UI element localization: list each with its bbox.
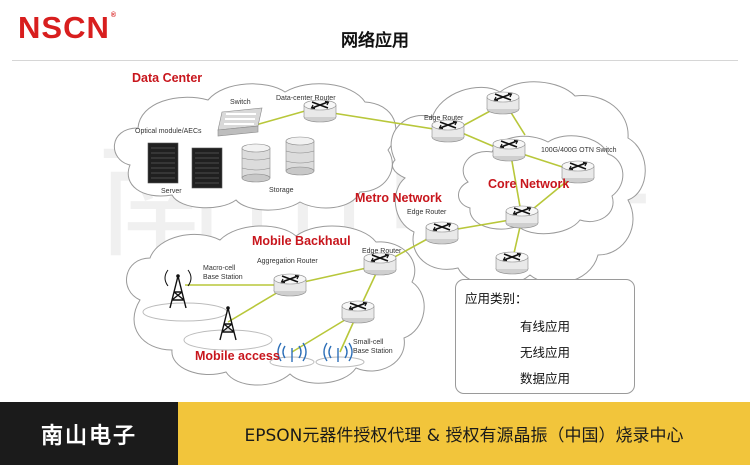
label-small-cell-line1: Small-cell <box>353 339 384 346</box>
edge-router-top-icon <box>431 119 465 143</box>
server-rack-icon <box>147 142 179 184</box>
nscn-logo: NSCN® <box>18 12 117 43</box>
page-title: 网络应用 <box>341 31 409 51</box>
logo-text: NSCN <box>18 10 110 45</box>
region-label-mobile-backhaul: Mobile Backhaul <box>252 234 351 248</box>
label-macro-cell-line1: Macro-cell <box>203 265 236 272</box>
label-data-center-router: Data-center Router <box>276 95 336 102</box>
macro-cell-coverage-2 <box>183 329 273 351</box>
storage-icon <box>241 143 271 183</box>
label-edge-router-metro: Edge Router <box>407 209 447 216</box>
region-label-data-center: Data Center <box>132 71 202 85</box>
region-label-core-network: Core Network <box>488 177 569 191</box>
label-otn-switch: 100G/400G OTN Switch <box>541 147 617 154</box>
label-server: Server <box>161 188 182 195</box>
label-optical-module: Optical module/AECs <box>135 128 202 135</box>
label-switch: Switch <box>230 99 251 106</box>
edge-router-backhaul-icon <box>363 252 397 276</box>
server-rack-icon-2 <box>191 147 223 189</box>
otn-switch-left-icon <box>492 138 526 162</box>
category-wireless: 无线应用 <box>519 345 570 360</box>
network-diagram: Data Center Metro Network Core Network M… <box>114 71 646 386</box>
small-cell-antenna-icon-2 <box>323 342 353 362</box>
footer-brand: 南山电子 <box>0 402 178 465</box>
category-title: 应用类别： <box>465 291 528 306</box>
category-wired: 有线应用 <box>519 319 570 334</box>
label-storage: Storage <box>269 187 294 194</box>
footer-slogan: EPSON元器件授权代理 & 授权有源晶振（中国）烧录中心 <box>178 402 750 465</box>
region-label-metro-network: Metro Network <box>355 191 442 205</box>
core-router-bottom-icon <box>505 205 539 229</box>
category-data: 数据应用 <box>519 371 570 386</box>
aggregation-router-icon <box>273 273 307 297</box>
application-category-box: 应用类别： 有线应用 无线应用 数据应用 <box>455 279 635 394</box>
label-small-cell-line2: Base Station <box>353 348 393 355</box>
edge-router-metro-icon <box>425 221 459 245</box>
data-center-router-icon <box>303 99 337 123</box>
macro-cell-tower-icon <box>164 269 192 309</box>
small-cell-router-icon <box>341 300 375 324</box>
label-edge-router-top: Edge Router <box>424 115 464 122</box>
label-macro-cell-line2: Base Station <box>203 274 243 281</box>
label-edge-router-backhaul: Edge Router <box>362 248 402 255</box>
core-router-top-icon <box>486 91 520 115</box>
small-cell-antenna-icon <box>277 342 307 362</box>
header-divider <box>12 60 738 61</box>
storage-icon-2 <box>285 136 315 176</box>
region-label-mobile-access: Mobile access <box>195 349 280 363</box>
label-aggregation-router: Aggregation Router <box>257 258 318 265</box>
core-router-lower-icon <box>495 251 529 275</box>
registered-mark: ® <box>110 12 118 19</box>
small-cell-coverage-2 <box>315 356 365 368</box>
switch-icon <box>217 107 263 137</box>
